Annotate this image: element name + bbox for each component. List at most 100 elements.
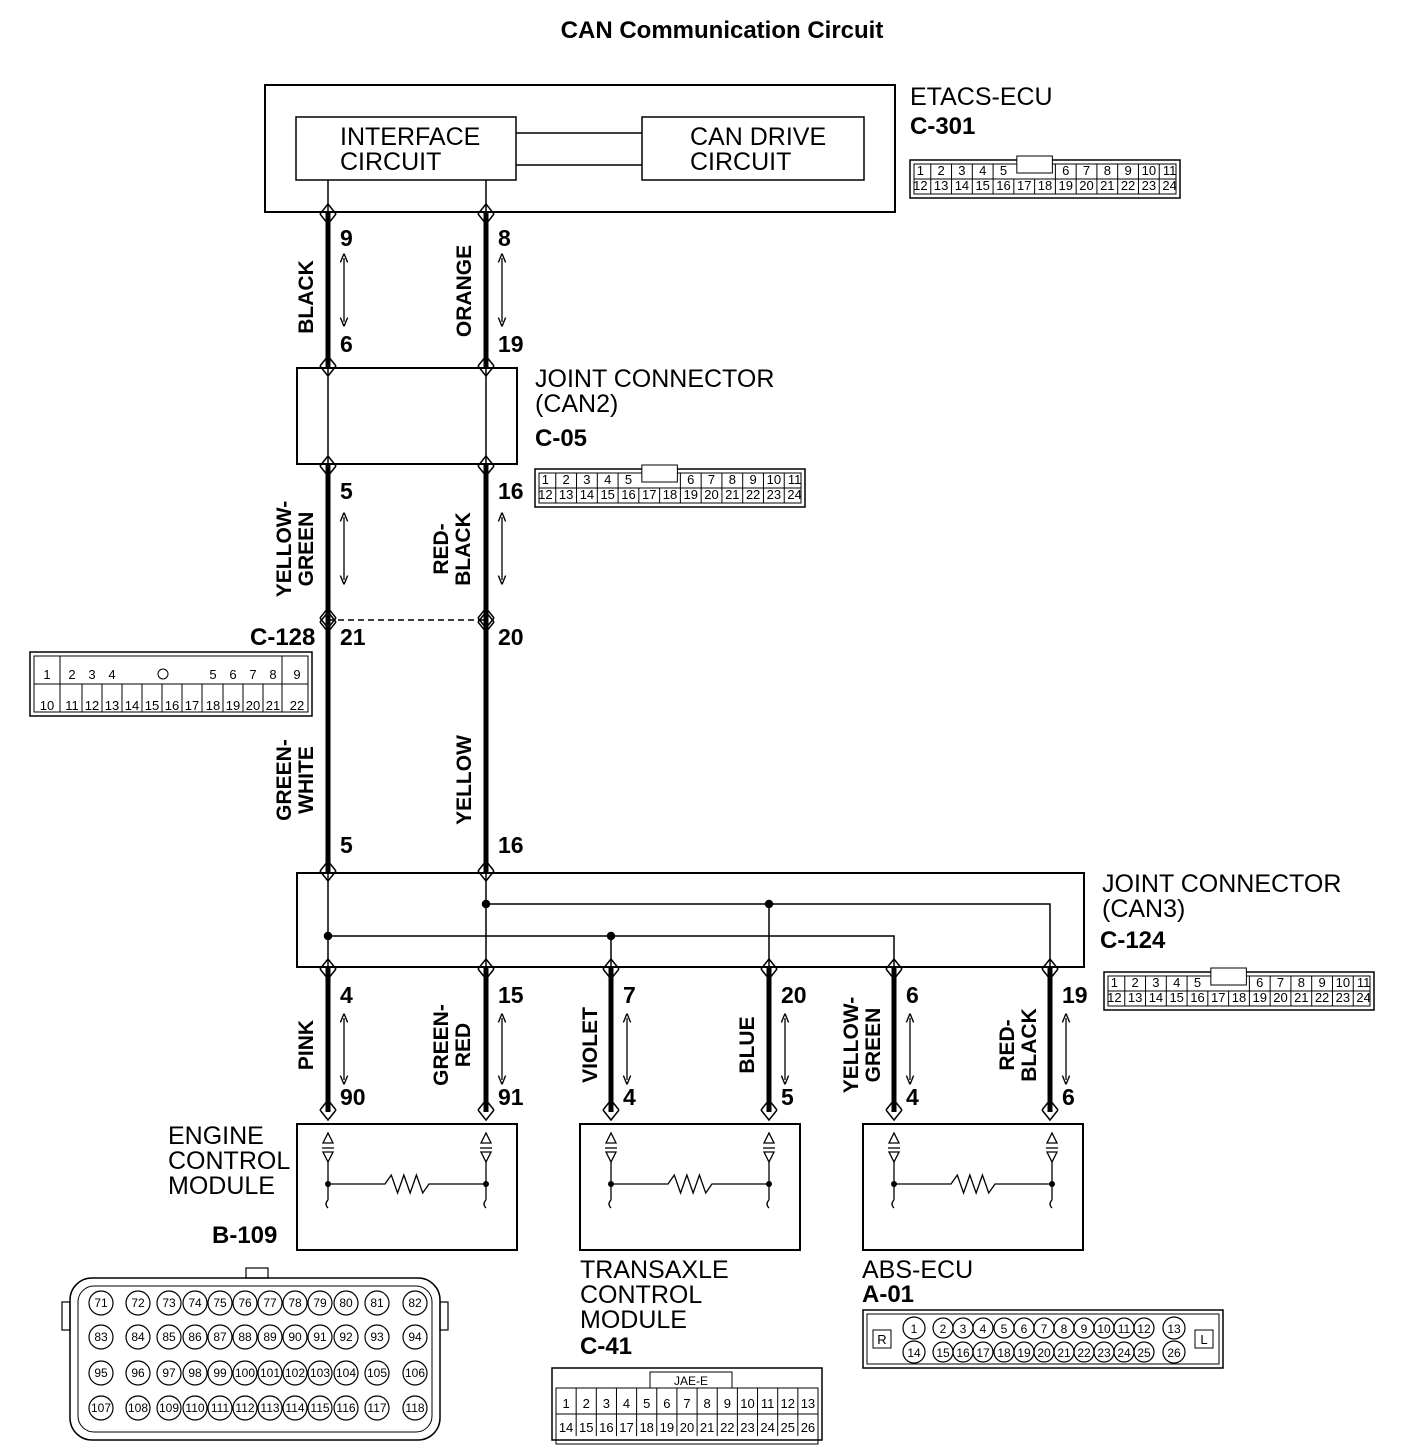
pin-cell: 16: [956, 1346, 970, 1360]
svg-text:PINK: PINK: [295, 1020, 318, 1070]
pin-cell: 20: [1079, 178, 1093, 193]
pin-cell: 21: [266, 698, 280, 713]
terminal-mark: [477, 465, 495, 478]
pin-cell: 88: [238, 1330, 252, 1344]
pin-cell: 3: [603, 1396, 610, 1411]
pin-cell: 22: [1121, 178, 1135, 193]
pin-cell: 12: [1137, 1322, 1151, 1336]
pin-cell: 9: [1081, 1322, 1088, 1336]
pin-cell: 8: [269, 667, 276, 682]
pin-cell: 21: [1057, 1346, 1071, 1360]
pin-cell: 10: [1142, 163, 1156, 178]
b109-label: B-109: [212, 1222, 277, 1249]
pin-cell: 98: [188, 1366, 202, 1380]
svg-text:GREEN-: GREEN-: [430, 1004, 453, 1086]
etacs-ecu: INTERFACE CIRCUIT CAN DRIVE CIRCUIT: [264, 84, 896, 213]
pin-cell: 4: [108, 667, 115, 682]
pin-cell: 10: [767, 472, 781, 487]
pin-number: 9: [340, 225, 353, 251]
pin-cell: 26: [801, 1420, 815, 1435]
pin-number: 16: [498, 478, 524, 504]
wire-label-black: BLACK: [295, 260, 318, 334]
pin-cell: 3: [583, 472, 590, 487]
pin-cell: 26: [1167, 1346, 1181, 1360]
pin-cell: 107: [91, 1401, 111, 1415]
can-drive-circuit-label-2: CIRCUIT: [690, 148, 791, 176]
terminal-mark: [477, 610, 495, 623]
pin-cell: 12: [538, 487, 552, 502]
svg-text:BLUE: BLUE: [736, 1016, 759, 1073]
pin-cell: 13: [801, 1396, 815, 1411]
ecm-label-2: CONTROL: [168, 1147, 290, 1175]
pin-cell: 116: [336, 1401, 355, 1415]
pin-cell: 15: [975, 178, 989, 193]
pin-cell: 2: [1132, 975, 1139, 990]
pin-cell: 4: [979, 163, 986, 178]
pin-cell: 9: [724, 1396, 731, 1411]
pin-cell: 22: [720, 1420, 734, 1435]
pin-cell: 5: [1001, 1322, 1008, 1336]
pin-cell: 14: [1149, 990, 1163, 1005]
pin-number: 15: [498, 982, 524, 1008]
pin-cell: 9: [1124, 163, 1131, 178]
terminal-mark: [319, 213, 337, 226]
diagram-title: CAN Communication Circuit: [561, 17, 884, 44]
pin-number: 6: [340, 331, 353, 357]
terminal-mark: [477, 354, 495, 367]
pin-cell: 72: [131, 1296, 145, 1310]
pin-cell: 11: [1357, 975, 1371, 990]
terminal-mark: [319, 1109, 337, 1122]
pin-cell: 19: [684, 487, 698, 502]
svg-text:YELLOW: YELLOW: [453, 735, 476, 825]
pin-cell: 7: [708, 472, 715, 487]
svg-text:YELLOW-: YELLOW-: [840, 997, 863, 1093]
svg-text:BLACK: BLACK: [1018, 1008, 1041, 1082]
pin-cell: 92: [339, 1330, 353, 1344]
pin-cell: 18: [1232, 990, 1246, 1005]
svg-text:GREEN: GREEN: [295, 512, 318, 587]
pin-cell: 1: [1111, 975, 1118, 990]
terminal-mark: [319, 859, 337, 872]
pin-cell: 20: [1273, 990, 1287, 1005]
pin-cell: 3: [960, 1322, 967, 1336]
terminal-mark: [477, 957, 495, 970]
pin-cell: 94: [408, 1330, 422, 1344]
jc-can3-label: JOINT CONNECTOR: [1102, 870, 1341, 898]
pin-number: 19: [498, 331, 524, 357]
pin-cell: 91: [313, 1330, 327, 1344]
pin-cell: 12: [781, 1396, 795, 1411]
etacs-ecu-label: ETACS-ECU: [910, 83, 1053, 111]
pin-cell: 84: [131, 1330, 145, 1344]
terminal-mark: [602, 957, 620, 970]
pin-cell: 7: [249, 667, 256, 682]
pin-cell: 2: [938, 163, 945, 178]
pin-cell: 103: [310, 1366, 330, 1380]
pin-cell: 97: [162, 1366, 176, 1380]
pin-cell: 13: [1167, 1322, 1181, 1336]
pin-cell: 19: [1253, 990, 1267, 1005]
pin-cell: 20: [704, 487, 718, 502]
pin-cell: 78: [288, 1296, 302, 1310]
terminal-mark: [760, 968, 778, 981]
pin-cell: 11: [65, 698, 79, 713]
terminal-mark: [760, 1098, 778, 1111]
pin-cell: 4: [1173, 975, 1180, 990]
pin-cell: 5: [625, 472, 632, 487]
pin-number: 19: [1062, 982, 1088, 1008]
pin-cell: 22: [290, 698, 304, 713]
terminal-mark: [1041, 968, 1059, 981]
pin-cell: 89: [263, 1330, 277, 1344]
terminal-mark: [319, 1098, 337, 1111]
terminal-mark: [760, 1109, 778, 1122]
pin-cell: 24: [787, 487, 801, 502]
pin-number: 5: [781, 1084, 794, 1110]
svg-text:BLACK: BLACK: [452, 512, 475, 586]
pin-cell: 9: [1318, 975, 1325, 990]
pin-cell: 2: [563, 472, 570, 487]
pin-number: 4: [340, 982, 353, 1008]
